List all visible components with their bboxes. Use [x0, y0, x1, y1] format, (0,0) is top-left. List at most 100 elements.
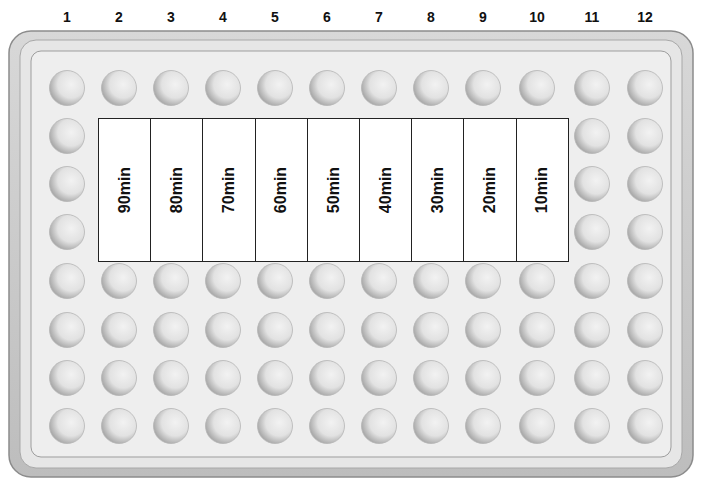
well — [520, 409, 555, 444]
column-number: 11 — [585, 9, 600, 25]
time-cell: 20min — [463, 118, 517, 262]
well — [50, 264, 85, 299]
time-label: 20min — [481, 167, 499, 213]
well — [466, 264, 501, 299]
well — [310, 264, 345, 299]
well — [414, 313, 449, 348]
time-cell: 10min — [516, 118, 570, 262]
well — [102, 264, 137, 299]
well — [102, 313, 137, 348]
well — [575, 167, 610, 202]
column-number: 1 — [63, 9, 71, 25]
column-number: 7 — [375, 9, 383, 25]
well — [362, 264, 397, 299]
time-label: 50min — [325, 167, 343, 213]
well — [414, 409, 449, 444]
well — [310, 71, 345, 106]
well — [102, 71, 137, 106]
well — [362, 409, 397, 444]
well — [50, 313, 85, 348]
well — [575, 215, 610, 250]
well — [628, 215, 663, 250]
time-cell: 80min — [150, 118, 204, 262]
time-cell: 70min — [202, 118, 256, 262]
well — [50, 119, 85, 154]
well — [258, 409, 293, 444]
well — [466, 71, 501, 106]
well — [154, 264, 189, 299]
well — [102, 361, 137, 396]
column-number: 8 — [427, 9, 435, 25]
time-label: 80min — [168, 167, 186, 213]
well — [310, 361, 345, 396]
well — [628, 167, 663, 202]
well — [206, 361, 241, 396]
well — [628, 313, 663, 348]
well — [206, 71, 241, 106]
well — [258, 264, 293, 299]
well — [206, 264, 241, 299]
time-label: 90min — [116, 167, 134, 213]
well — [628, 409, 663, 444]
well — [50, 215, 85, 250]
well — [362, 313, 397, 348]
well — [362, 361, 397, 396]
well — [258, 313, 293, 348]
well — [258, 71, 293, 106]
column-number: 9 — [479, 9, 487, 25]
time-label: 30min — [429, 167, 447, 213]
well — [575, 71, 610, 106]
well — [310, 313, 345, 348]
time-cell: 40min — [359, 118, 413, 262]
well — [628, 264, 663, 299]
well — [154, 313, 189, 348]
column-number: 5 — [271, 9, 279, 25]
plate-deck — [31, 51, 671, 457]
well — [414, 264, 449, 299]
well — [258, 361, 293, 396]
column-number: 10 — [529, 9, 545, 25]
well — [628, 119, 663, 154]
well — [575, 119, 610, 154]
well — [520, 361, 555, 396]
well — [575, 313, 610, 348]
well — [466, 409, 501, 444]
well — [362, 71, 397, 106]
well — [520, 71, 555, 106]
time-label: 40min — [377, 167, 395, 213]
time-cell: 90min — [98, 118, 152, 262]
well — [628, 71, 663, 106]
time-label: 60min — [272, 167, 290, 213]
well — [206, 313, 241, 348]
time-cell: 60min — [255, 118, 309, 262]
well — [520, 313, 555, 348]
time-cell: 30min — [411, 118, 465, 262]
well — [466, 313, 501, 348]
well — [154, 71, 189, 106]
well — [520, 264, 555, 299]
well-grid — [50, 71, 663, 444]
column-number: 6 — [323, 9, 331, 25]
well — [575, 361, 610, 396]
column-number: 2 — [115, 9, 123, 25]
column-number: 4 — [219, 9, 227, 25]
time-label: 70min — [220, 167, 238, 213]
time-cell: 50min — [307, 118, 361, 262]
well — [50, 71, 85, 106]
column-number: 12 — [637, 9, 653, 25]
well — [50, 409, 85, 444]
well — [50, 361, 85, 396]
well — [575, 409, 610, 444]
plate-rim — [9, 31, 693, 477]
well — [414, 361, 449, 396]
well — [154, 361, 189, 396]
well — [466, 361, 501, 396]
time-label: 10min — [533, 167, 551, 213]
well — [50, 167, 85, 202]
column-number: 3 — [167, 9, 175, 25]
plate-frame — [20, 40, 682, 468]
well — [628, 361, 663, 396]
well — [206, 409, 241, 444]
well — [414, 71, 449, 106]
well — [575, 264, 610, 299]
